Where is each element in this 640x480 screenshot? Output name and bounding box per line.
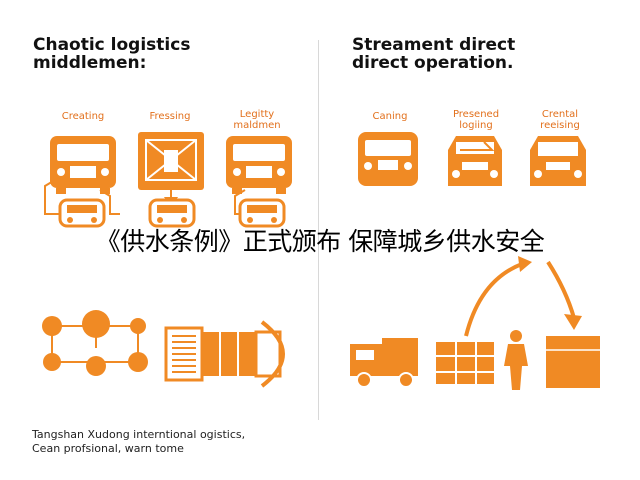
left-heading-line2: middlemen: xyxy=(33,52,147,73)
left-label-3: Legitty maldmen xyxy=(233,109,281,131)
panel-divider xyxy=(318,40,319,420)
right-heading: Streament direct direct operation. xyxy=(352,35,516,73)
right-heading-line2: direct operation. xyxy=(352,52,514,73)
left-truck-3 xyxy=(226,136,292,194)
right-heading-line1: Streament direct xyxy=(352,35,516,55)
right-truck-3 xyxy=(530,136,586,186)
left-heading-line1: Chaotic logistics xyxy=(33,35,191,55)
right-label-2: Presened logiing xyxy=(452,109,500,131)
left-truck-1 xyxy=(50,136,116,194)
left-heading: Chaotic logistics middlemen: xyxy=(33,35,191,73)
right-truck-1 xyxy=(358,132,418,186)
footer-caption: Tangshan Xudong interntional ogistics, C… xyxy=(32,428,245,456)
right-flow xyxy=(350,256,600,390)
right-truck-2 xyxy=(448,136,502,186)
right-label-1: Caning xyxy=(372,111,408,122)
left-container xyxy=(164,320,285,388)
caption-line1: Tangshan Xudong interntional ogistics, xyxy=(32,428,246,441)
caption-line2: Cean profsional, warn tome xyxy=(32,441,184,455)
left-label-2: Fressing xyxy=(149,111,191,122)
overlay-banner-text: 《供水条例》正式颁布 保障城乡供水安全 xyxy=(95,227,545,256)
left-label-1: Creating xyxy=(61,111,105,122)
left-network xyxy=(42,310,148,376)
right-label-3: Crental reeising xyxy=(540,109,580,131)
left-truck-2 xyxy=(138,132,204,190)
